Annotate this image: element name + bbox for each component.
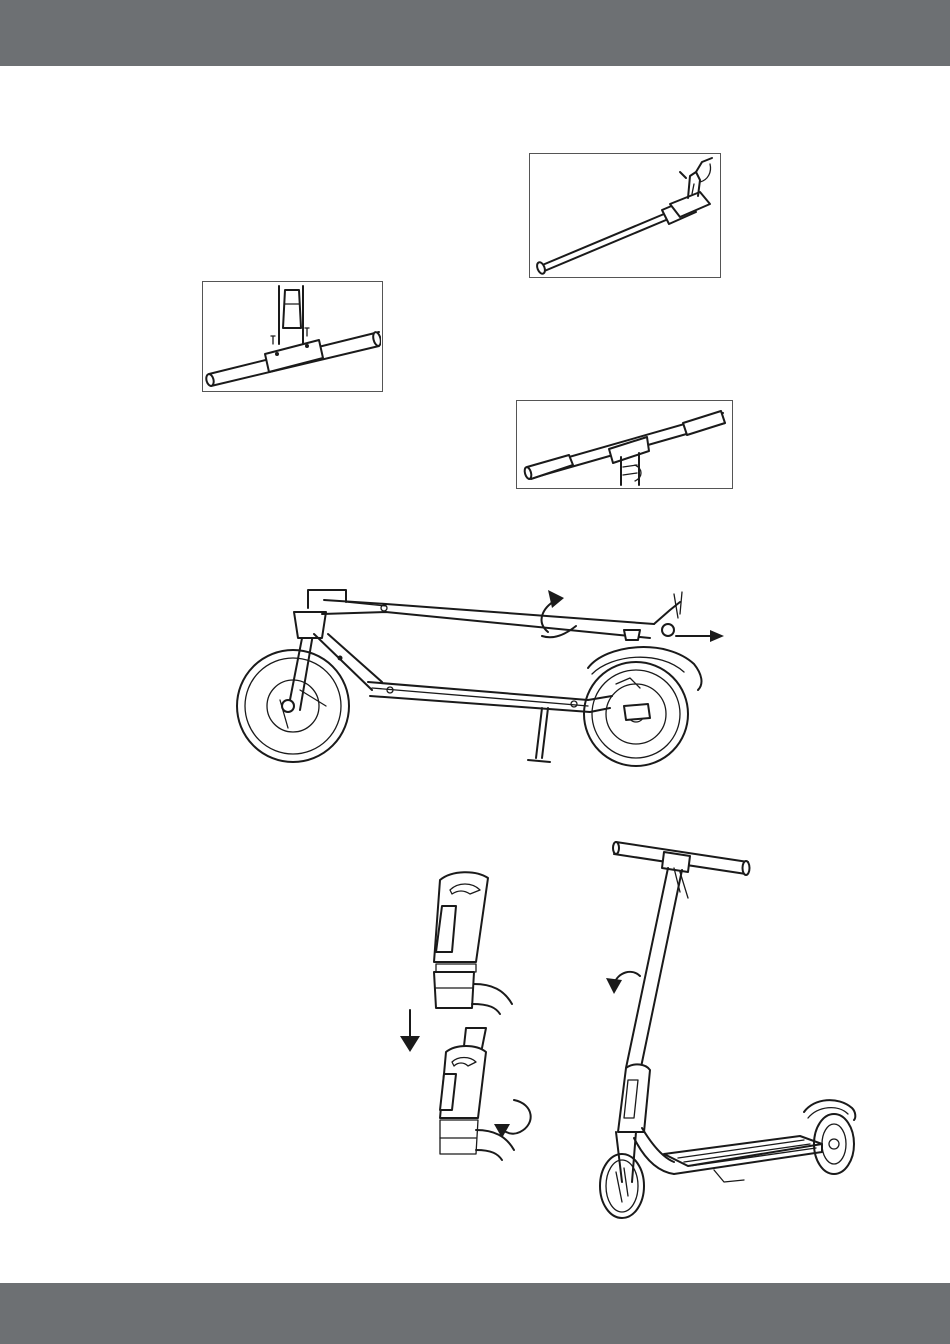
- footer-band: [0, 1283, 950, 1344]
- stem-t-joint-illustration: [202, 281, 383, 392]
- header-band: [0, 0, 950, 66]
- handlebar-insert-illustration: [529, 153, 721, 278]
- handlebar-assembled-illustration: [516, 400, 733, 489]
- unfolded-scooter-illustration: [594, 832, 862, 1220]
- stem-lock-detail-illustration: [396, 868, 552, 1190]
- folded-scooter-illustration: [236, 578, 732, 768]
